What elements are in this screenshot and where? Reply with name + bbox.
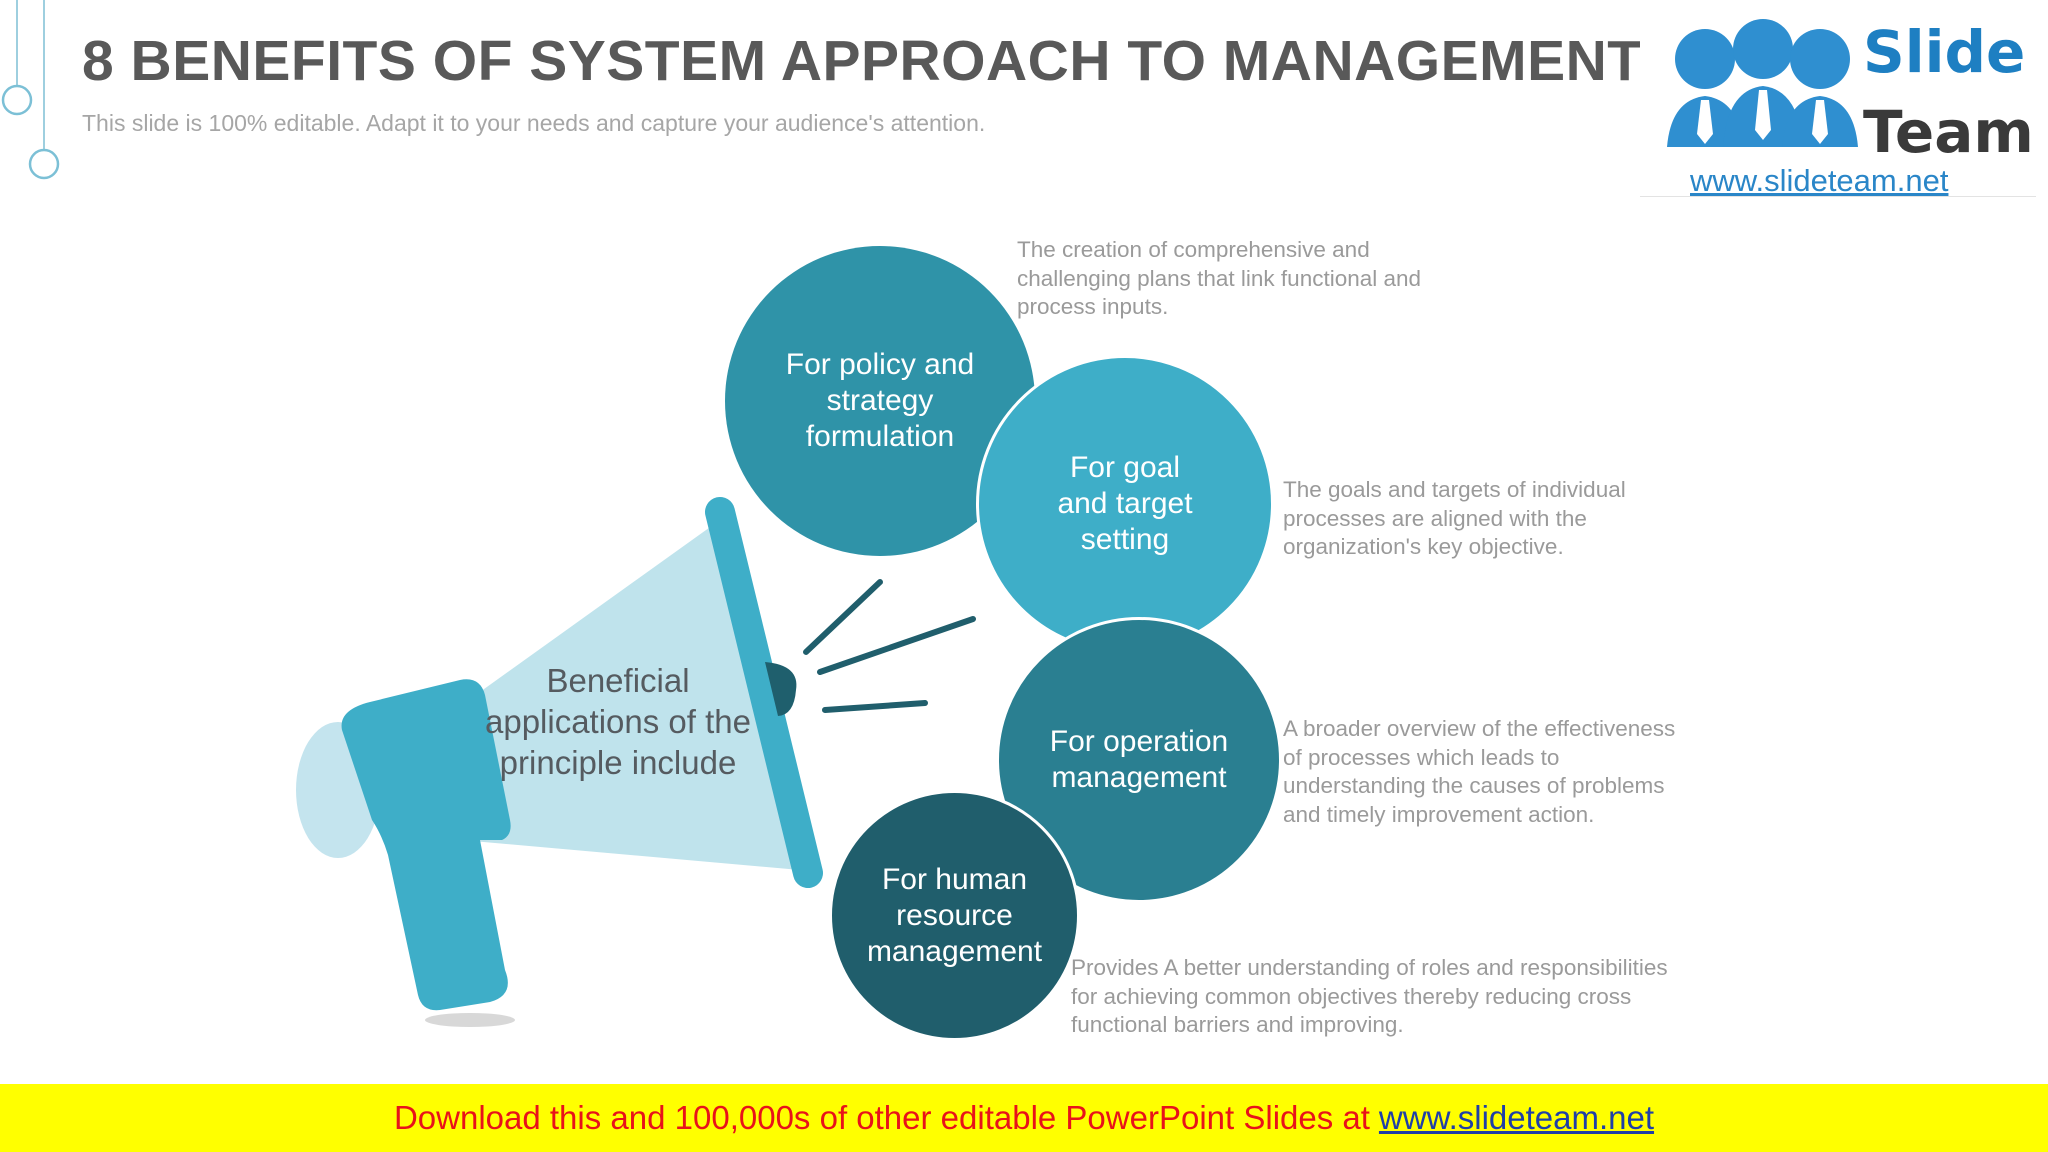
logo-word-slide: Slide bbox=[1863, 18, 2026, 86]
benefit-title-human-resource: For human resource management bbox=[866, 862, 1043, 968]
people-icon bbox=[1667, 19, 1858, 147]
benefit-circle-operation: For operation management bbox=[996, 617, 1282, 903]
page-subtitle: This slide is 100% editable. Adapt it to… bbox=[82, 110, 986, 136]
banner-text: Download this and 100,000s of other edit… bbox=[393, 1099, 1370, 1136]
download-banner: Download this and 100,000s of other edit… bbox=[0, 1084, 2048, 1152]
logo-word-team: Team bbox=[1863, 98, 2034, 166]
megaphone-label: Beneficial applications of the principle… bbox=[484, 662, 751, 781]
banner-link[interactable]: www.slideteam.net bbox=[1378, 1099, 1655, 1136]
benefit-description-policy: The creation of comprehensive and challe… bbox=[1017, 237, 1422, 319]
benefit-circle-goal: For goal and target setting bbox=[976, 355, 1274, 653]
benefit-description-operation: A broader overview of the effectiveness … bbox=[1283, 716, 1676, 827]
megaphone-icon bbox=[296, 497, 823, 1027]
benefit-circle-human-resource: For human resource management bbox=[829, 790, 1080, 1041]
benefit-title-operation: For operation management bbox=[1049, 725, 1229, 794]
logo-url-link[interactable]: www.slideteam.net bbox=[1690, 163, 1949, 198]
benefit-title-goal: For goal and target setting bbox=[1057, 451, 1193, 556]
page-title: 8 BENEFITS OF SYSTEM APPROACH TO MANAGEM… bbox=[82, 29, 1643, 93]
corner-decoration bbox=[1, 0, 60, 180]
benefit-title-policy: For policy and strategy formulation bbox=[785, 348, 975, 453]
benefit-description-human-resource: Provides A better understanding of roles… bbox=[1071, 955, 1668, 1037]
benefit-description-goal: The goals and targets of individual proc… bbox=[1283, 477, 1626, 559]
sound-lines bbox=[803, 579, 976, 713]
